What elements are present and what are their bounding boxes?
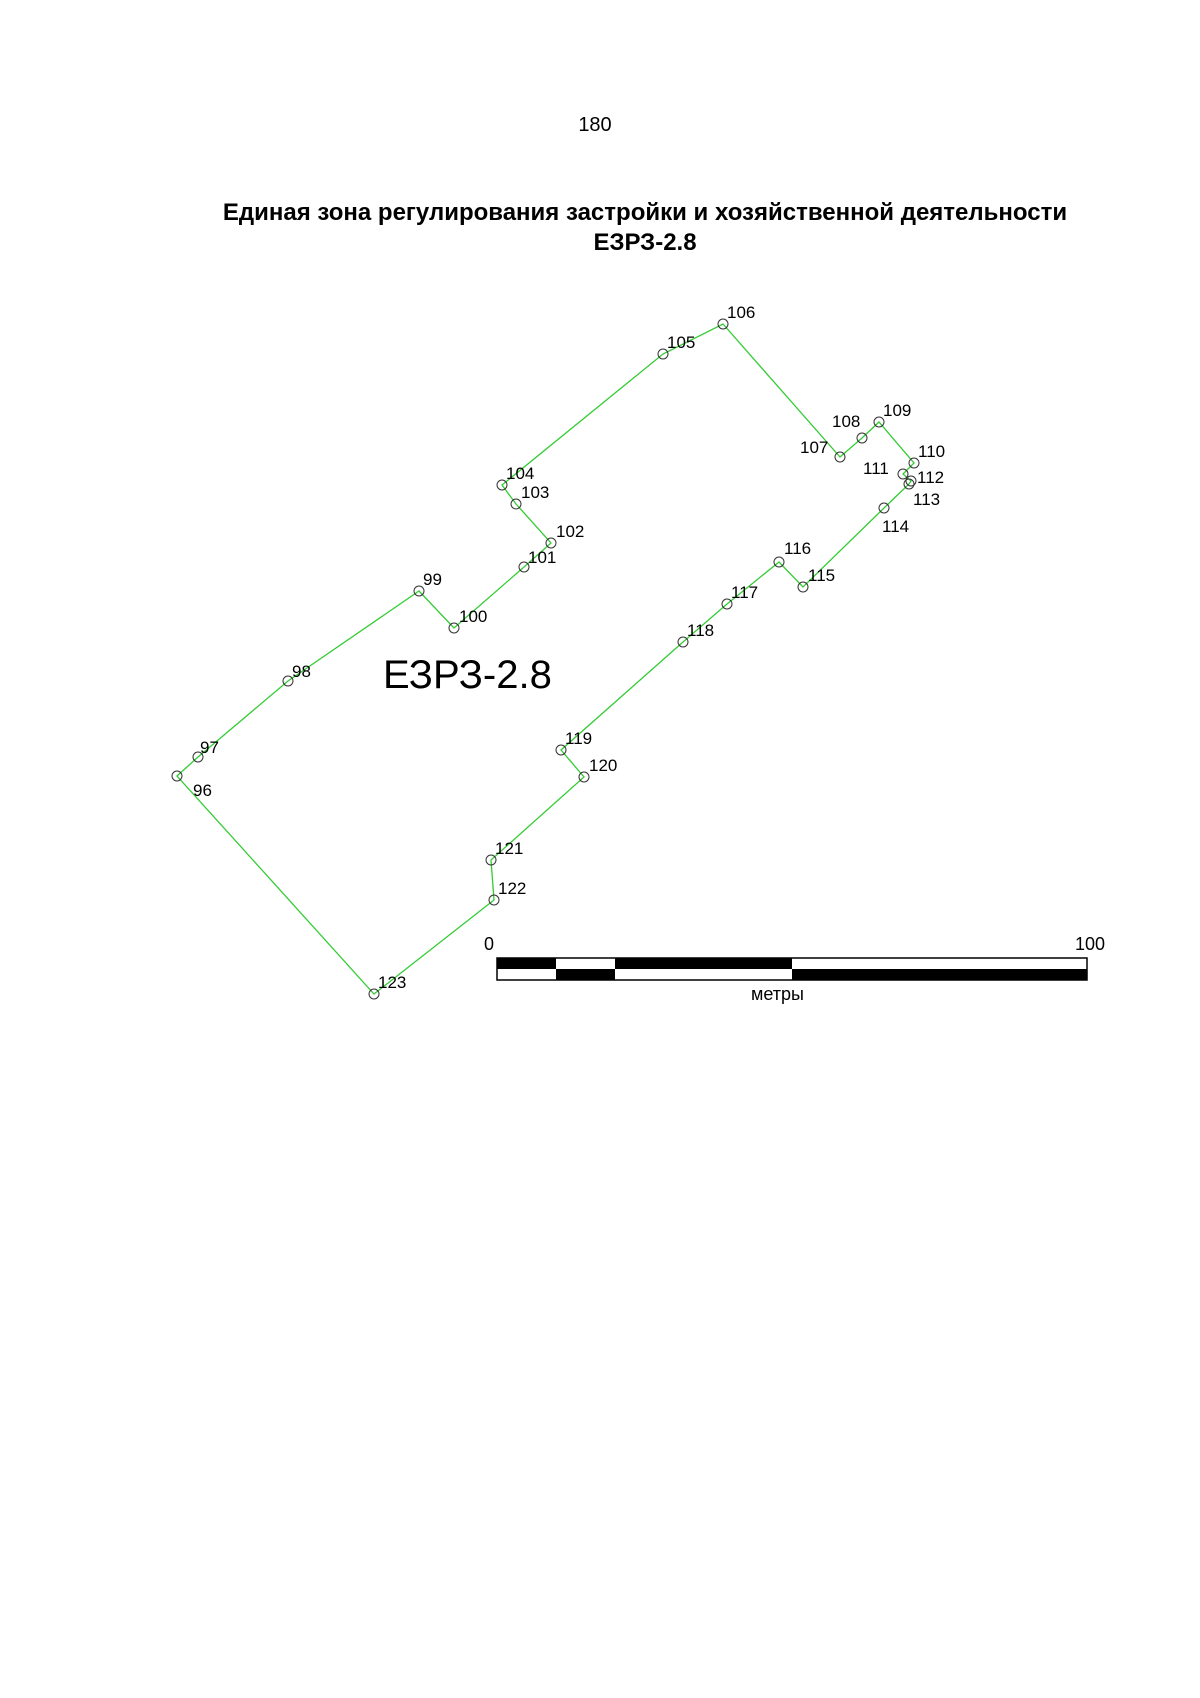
boundary-point-label: 116 bbox=[784, 539, 811, 558]
boundary-points: 9697989910010110210310410510610710810911… bbox=[171, 303, 945, 1000]
boundary-point-label: 113 bbox=[913, 490, 940, 509]
boundary-point-label: 111 bbox=[863, 459, 889, 478]
boundary-point-marker bbox=[908, 457, 920, 469]
boundary-point-marker bbox=[905, 475, 917, 487]
boundary-point-marker bbox=[873, 416, 885, 428]
boundary-point-label: 98 bbox=[292, 662, 311, 681]
boundary-point-label: 120 bbox=[589, 756, 617, 775]
boundary-point-marker bbox=[485, 854, 497, 866]
zone-boundary bbox=[176, 323, 915, 995]
scale-start-label: 0 bbox=[484, 934, 494, 954]
page-number: 180 bbox=[578, 114, 612, 136]
boundary-point-label: 110 bbox=[918, 442, 945, 461]
boundary-point-marker bbox=[496, 479, 508, 491]
boundary-point-marker bbox=[657, 348, 669, 360]
boundary-point-label: 107 bbox=[800, 438, 828, 457]
boundary-point-marker bbox=[717, 318, 729, 330]
boundary-point-label: 106 bbox=[727, 303, 755, 322]
boundary-point-label: 123 bbox=[378, 973, 406, 992]
title-line-1: Единая зона регулирования застройки и хо… bbox=[222, 199, 1068, 226]
boundary-point-label: 121 bbox=[495, 839, 523, 858]
boundary-point-label: 118 bbox=[687, 621, 714, 640]
boundary-point-label: 119 bbox=[565, 729, 592, 748]
boundary-point-label: 105 bbox=[667, 333, 695, 352]
boundary-point-label: 96 bbox=[193, 781, 212, 800]
boundary-point-marker bbox=[878, 502, 890, 514]
boundary-point-label: 99 bbox=[423, 570, 442, 589]
boundary-point-label: 112 bbox=[917, 468, 944, 487]
boundary-point-marker bbox=[282, 675, 294, 687]
boundary-point-marker bbox=[677, 636, 689, 648]
boundary-point-marker bbox=[368, 988, 380, 1000]
boundary-point-marker bbox=[518, 561, 530, 573]
scale-seg bbox=[497, 958, 556, 969]
scale-unit-label: метры bbox=[751, 984, 804, 1004]
boundary-point-marker bbox=[578, 771, 590, 783]
boundary-point-marker bbox=[721, 598, 733, 610]
scale-seg bbox=[556, 969, 615, 980]
boundary-point-marker bbox=[834, 451, 846, 463]
boundary-point-marker bbox=[897, 468, 909, 480]
boundary-point-marker bbox=[903, 478, 915, 490]
boundary-point-label: 104 bbox=[506, 464, 534, 483]
boundary-point-marker bbox=[797, 581, 809, 593]
zone-label: ЕЗРЗ-2.8 bbox=[383, 653, 552, 697]
boundary-point-marker bbox=[488, 894, 500, 906]
scale-seg bbox=[792, 969, 1087, 980]
boundary-point-label: 101 bbox=[528, 548, 556, 567]
boundary-point-label: 102 bbox=[556, 522, 584, 541]
boundary-point-marker bbox=[555, 744, 567, 756]
boundary-point-label: 109 bbox=[883, 401, 911, 420]
boundary-point-marker bbox=[510, 498, 522, 510]
boundary-point-label: 97 bbox=[200, 738, 219, 757]
boundary-point-marker bbox=[192, 751, 204, 763]
title-line-2: ЕЗРЗ-2.8 bbox=[593, 229, 697, 256]
scale-bar: 0 100 метры bbox=[484, 934, 1105, 1004]
boundary-point-label: 117 bbox=[731, 583, 758, 602]
boundary-point-label: 103 bbox=[521, 483, 549, 502]
boundary-point-label: 108 bbox=[832, 412, 860, 431]
boundary-point-marker bbox=[773, 556, 785, 568]
boundary-point-label: 115 bbox=[808, 566, 835, 585]
boundary-point-label: 100 bbox=[459, 607, 487, 626]
boundary-point-marker bbox=[545, 537, 557, 549]
scale-end-label: 100 bbox=[1075, 934, 1105, 954]
boundary-point-marker bbox=[856, 432, 868, 444]
boundary-point-marker bbox=[171, 770, 183, 782]
page-title: Единая зона регулирования застройки и хо… bbox=[150, 198, 1140, 258]
boundary-point-label: 122 bbox=[498, 879, 526, 898]
boundary-point-label: 114 bbox=[882, 517, 909, 536]
scale-seg bbox=[615, 958, 792, 969]
boundary-point-marker bbox=[448, 622, 460, 634]
boundary-point-marker bbox=[413, 585, 425, 597]
